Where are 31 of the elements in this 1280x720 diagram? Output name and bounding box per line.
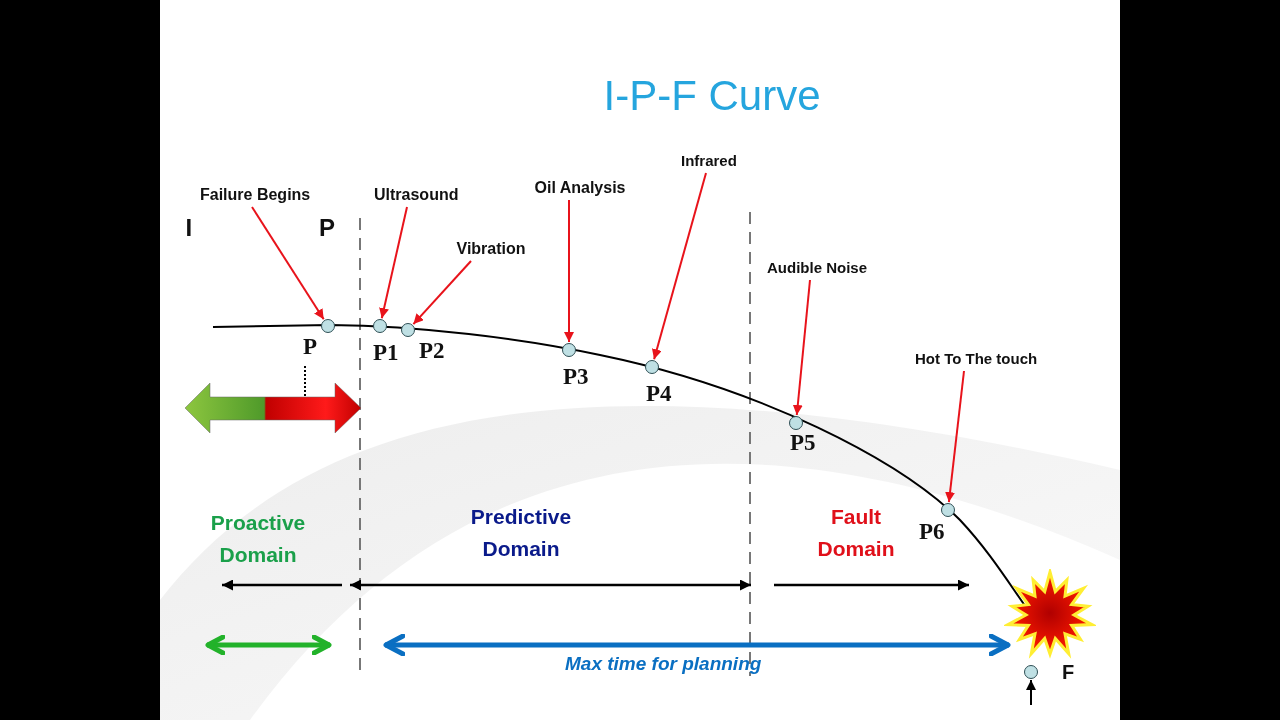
- point-label: P5: [790, 431, 816, 455]
- domain-label: Fault Domain: [816, 504, 896, 562]
- letter-label: I: [185, 214, 193, 242]
- letter-label: P: [319, 214, 335, 242]
- point-label: P3: [563, 365, 589, 389]
- diagram-title: I-P-F Curve: [603, 72, 821, 120]
- technique-label: Vibration: [456, 239, 526, 259]
- domain-label: Proactive Domain: [209, 510, 307, 568]
- double-arrow: [383, 633, 1011, 657]
- arrow: [379, 206, 408, 320]
- technique-label: Ultrasound: [374, 185, 459, 205]
- arrow: [1026, 679, 1036, 706]
- arrow: [945, 370, 965, 504]
- point-label: P6: [919, 520, 945, 544]
- arrow: [792, 279, 811, 416]
- technique-label: Failure Begins: [200, 185, 311, 205]
- arrow: [564, 199, 574, 343]
- point-label: F: [1062, 660, 1075, 684]
- point-label: P4: [646, 382, 672, 406]
- point-label: P: [303, 335, 318, 359]
- arrow: [651, 172, 707, 361]
- point-label: P1: [373, 341, 399, 365]
- domain-label: Predictive Domain: [469, 504, 573, 562]
- technique-label: Hot To The touch: [915, 349, 1038, 369]
- point-label: P2: [419, 339, 445, 363]
- arrow: [251, 206, 325, 321]
- arrow: [412, 260, 472, 326]
- technique-label: Infrared: [681, 151, 737, 171]
- technique-label: Audible Noise: [767, 258, 867, 278]
- technique-label: Oil Analysis: [534, 178, 626, 198]
- edge-label: Max time for planning: [565, 653, 762, 675]
